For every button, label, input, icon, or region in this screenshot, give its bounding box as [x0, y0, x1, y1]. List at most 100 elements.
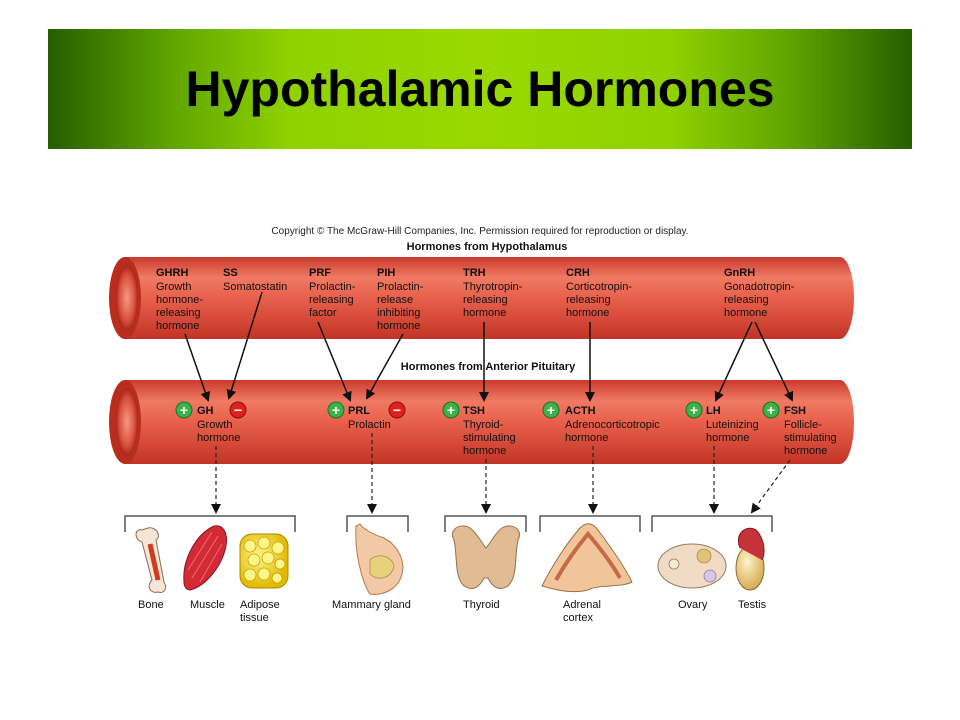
svg-text:Prolactin-: Prolactin- — [377, 281, 424, 293]
svg-text:+: + — [547, 402, 555, 418]
plus-sign-fsh: + — [762, 401, 780, 419]
bracket-gh-targets — [124, 515, 296, 532]
svg-text:Prolactin-: Prolactin- — [309, 281, 356, 293]
target-label-mammary: Mammary gland — [332, 599, 411, 611]
plus-sign-lh: + — [685, 401, 703, 419]
dashed-arrow-fsh — [750, 459, 791, 514]
target-brackets — [124, 515, 773, 532]
arrow-prf-prl — [317, 321, 352, 402]
target-label-adrenal-2: cortex — [563, 612, 593, 624]
svg-text:Gonadotropin-: Gonadotropin- — [724, 281, 795, 293]
svg-text:inhibiting: inhibiting — [377, 307, 420, 319]
arrow-ss-gh — [226, 291, 263, 400]
svg-text:hormone: hormone — [706, 432, 749, 444]
svg-text:SS: SS — [223, 267, 238, 279]
hormone-ss: SS Somatostatin — [223, 267, 287, 293]
svg-text:releasing: releasing — [309, 294, 354, 306]
bracket-mammary — [346, 515, 409, 532]
arrow-gnrh-lh — [714, 321, 753, 402]
svg-text:FSH: FSH — [784, 405, 806, 417]
svg-text:Adrenocorticotropic: Adrenocorticotropic — [565, 419, 660, 431]
svg-text:hormone: hormone — [463, 307, 506, 319]
bracket-adrenal — [539, 515, 641, 532]
plus-sign-acth: + — [542, 401, 560, 419]
svg-text:Thyroid-: Thyroid- — [463, 419, 504, 431]
target-label-thyroid: Thyroid — [463, 599, 500, 611]
svg-text:GnRH: GnRH — [724, 267, 755, 279]
svg-text:CRH: CRH — [566, 267, 590, 279]
hormone-trh: TRH Thyrotropin- releasing hormone — [463, 267, 523, 319]
svg-text:hormone: hormone — [724, 307, 767, 319]
target-labels: Bone Muscle Adipose tissue Mammary gland… — [138, 599, 767, 624]
svg-text:hormone: hormone — [565, 432, 608, 444]
svg-text:−: − — [393, 402, 401, 418]
svg-text:LH: LH — [706, 405, 721, 417]
arrow-ghrh-gh — [184, 333, 211, 402]
target-label-ovary: Ovary — [678, 599, 708, 611]
svg-text:hormone: hormone — [463, 445, 506, 457]
svg-text:+: + — [447, 402, 455, 418]
plus-sign-tsh: + — [442, 401, 460, 419]
page-title: Hypothalamic Hormones — [185, 61, 775, 117]
svg-text:GHRH: GHRH — [156, 267, 188, 279]
svg-text:hormone: hormone — [566, 307, 609, 319]
adipose-illustration — [239, 533, 289, 589]
svg-text:hormone: hormone — [784, 445, 827, 457]
target-label-adipose: Adipose — [240, 599, 280, 611]
svg-text:+: + — [180, 402, 188, 418]
svg-text:GH: GH — [197, 405, 214, 417]
svg-text:Follicle-: Follicle- — [784, 419, 822, 431]
svg-text:release: release — [377, 294, 413, 306]
target-arrows — [211, 433, 791, 514]
svg-text:−: − — [234, 402, 242, 418]
title-banner: Hypothalamic Hormones — [48, 29, 912, 149]
hormone-lh: LH Luteinizing hormone — [706, 405, 759, 444]
svg-text:Prolactin: Prolactin — [348, 419, 391, 431]
testis-illustration — [735, 527, 765, 591]
hormone-tsh: TSH Thyroid- stimulating hormone — [463, 405, 516, 457]
bracket-thyroid — [444, 515, 527, 532]
svg-text:hormone: hormone — [377, 320, 420, 332]
svg-text:+: + — [332, 402, 340, 418]
target-label-muscle: Muscle — [190, 599, 225, 611]
muscle-illustration — [183, 525, 227, 591]
hormone-acth: ACTH Adrenocorticotropic hormone — [565, 405, 660, 444]
section-label-pituitary: Hormones from Anterior Pituitary — [401, 361, 576, 373]
target-label-testis: Testis — [738, 599, 767, 611]
regulation-signs: + − + − + + + + — [175, 401, 780, 419]
hormone-crh: CRH Corticotropin- releasing hormone — [566, 267, 632, 319]
bone-illustration — [135, 527, 167, 593]
svg-text:Growth: Growth — [156, 281, 191, 293]
pituitary-hormone-labels: GH Growth hormone PRL Prolactin TSH Thyr… — [197, 405, 837, 457]
bracket-gonads — [651, 515, 773, 532]
svg-text:Luteinizing: Luteinizing — [706, 419, 759, 431]
svg-text:+: + — [767, 402, 775, 418]
target-label-adrenal: Adrenal — [563, 599, 601, 611]
regulation-arrows — [184, 291, 794, 402]
svg-text:Somatostatin: Somatostatin — [223, 281, 287, 293]
svg-text:stimulating: stimulating — [784, 432, 837, 444]
minus-sign-prl: − — [388, 401, 406, 419]
hormone-fsh: FSH Follicle- stimulating hormone — [784, 405, 837, 457]
svg-text:PRL: PRL — [348, 405, 370, 417]
svg-text:Thyrotropin-: Thyrotropin- — [463, 281, 523, 293]
svg-text:+: + — [690, 402, 698, 418]
hypothalamic-hormone-labels: GHRH Growth hormone- releasing hormone S… — [156, 267, 795, 332]
svg-text:TRH: TRH — [463, 267, 486, 279]
svg-text:Corticotropin-: Corticotropin- — [566, 281, 632, 293]
hormone-gnrh: GnRH Gonadotropin- releasing hormone — [724, 267, 795, 319]
section-label-hypothalamus: Hormones from Hypothalamus — [407, 241, 568, 253]
hormone-pih: PIH Prolactin- release inhibiting hormon… — [377, 267, 424, 332]
plus-sign-gh: + — [175, 401, 193, 419]
svg-text:PRF: PRF — [309, 267, 331, 279]
svg-text:stimulating: stimulating — [463, 432, 516, 444]
vessel-hypothalamus — [109, 257, 854, 339]
ovary-illustration — [657, 543, 727, 589]
svg-text:releasing: releasing — [463, 294, 508, 306]
svg-text:PIH: PIH — [377, 267, 395, 279]
plus-sign-prl: + — [327, 401, 345, 419]
adrenal-cortex-illustration — [541, 523, 633, 593]
svg-text:ACTH: ACTH — [565, 405, 596, 417]
thyroid-illustration — [452, 525, 520, 589]
